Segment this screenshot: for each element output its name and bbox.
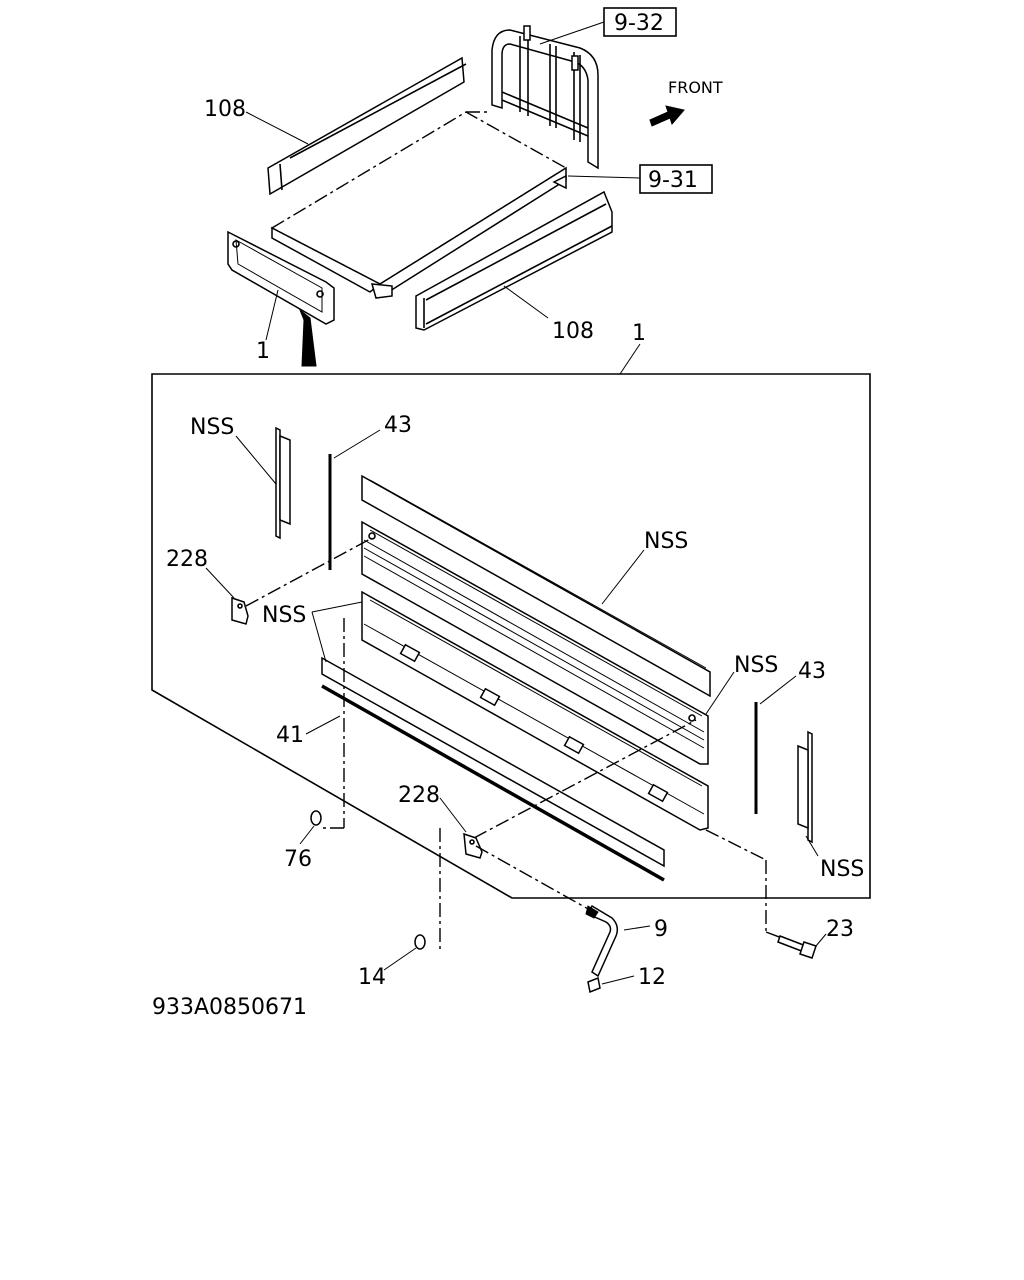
ref-9-31-label: 9-31 (648, 168, 698, 193)
callout-nss-right-mid: NSS (734, 653, 778, 678)
callout-108-top: 108 (204, 97, 246, 122)
callout-41: 41 (276, 723, 304, 748)
washer-14 (414, 934, 426, 950)
callout-108-bottom: 108 (552, 319, 594, 344)
pin-12 (587, 976, 601, 994)
gate-panel-upper (361, 520, 709, 765)
bracket-228-left (231, 596, 249, 625)
drawing-number: 933A0850671 (152, 995, 307, 1020)
side-post-right (797, 730, 813, 844)
callout-14: 14 (358, 965, 386, 990)
callout-228-bottom: 228 (398, 783, 440, 808)
ref-9-32-label: 9-32 (614, 11, 664, 36)
hinge-rail-41 (321, 656, 665, 882)
callout-9: 9 (654, 917, 668, 942)
headboard (491, 25, 599, 170)
callout-12: 12 (638, 965, 666, 990)
tail-gate (227, 230, 335, 325)
bracket-228-bottom (463, 832, 483, 859)
front-arrow-icon (649, 105, 685, 127)
callout-nss-right-bottom: NSS (820, 857, 864, 882)
side-post-left (275, 426, 291, 540)
gate-panel-lower (361, 590, 709, 831)
callout-1-left: 1 (256, 339, 270, 364)
callout-23: 23 (826, 917, 854, 942)
top-board (361, 474, 711, 698)
detail-pointer-arrow (298, 308, 317, 367)
ref-box-9-31[interactable] (639, 164, 713, 194)
callout-nss-pair: NSS (262, 603, 306, 628)
bolt-23 (777, 935, 817, 959)
callout-43-left: 43 (384, 413, 412, 438)
callout-nss-top-left: NSS (190, 415, 234, 440)
front-label: FRONT (668, 78, 723, 97)
side-gate-right (415, 190, 613, 331)
nut-76 (310, 810, 322, 826)
handle-rod-9 (585, 904, 619, 978)
callout-76: 76 (284, 847, 312, 872)
callout-228-left: 228 (166, 547, 208, 572)
detail-frame (151, 373, 871, 899)
side-gate-left (267, 56, 467, 196)
callout-nss-board: NSS (644, 529, 688, 554)
callout-1-right: 1 (632, 321, 646, 346)
callout-43-right: 43 (798, 659, 826, 684)
